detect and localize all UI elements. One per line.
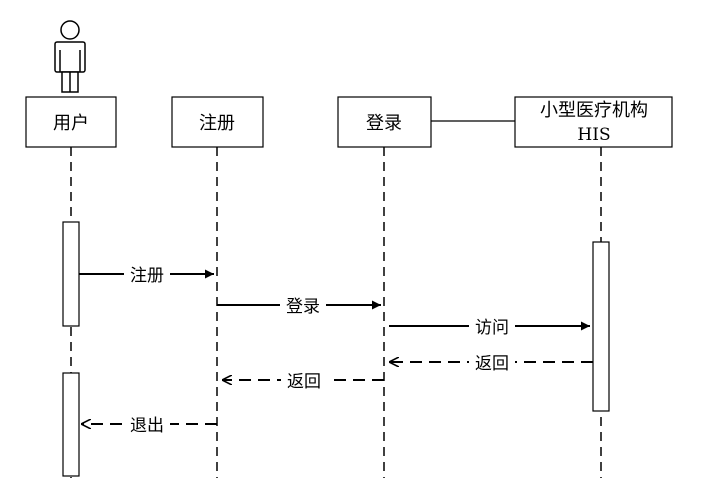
- lifeline-header-his: [514, 96, 673, 148]
- lifeline-label-login: 登录: [366, 113, 402, 134]
- message-label-5: 返回: [287, 372, 321, 392]
- activation-his: [592, 241, 610, 412]
- lifeline-header-user: [25, 96, 117, 148]
- lifeline-label-user: 用户: [53, 113, 89, 134]
- lifeline-header-login: [337, 96, 432, 148]
- message-label-2: 登录: [286, 297, 320, 317]
- message-label-4: 返回: [475, 354, 509, 374]
- message-label-1: 注册: [130, 266, 164, 286]
- activation-user-2: [62, 372, 80, 477]
- activation-user-1: [62, 221, 80, 327]
- lifeline-label-his-line2: HIS: [577, 125, 610, 145]
- user-figure-icon: [54, 20, 86, 93]
- message-label-6: 退出: [130, 416, 164, 436]
- lifeline-label-his: 小型医疗机构: [540, 100, 648, 121]
- message-label-3: 访问: [475, 318, 509, 338]
- lifeline-label-register: 注册: [199, 113, 235, 134]
- lifeline-header-register: [171, 96, 264, 148]
